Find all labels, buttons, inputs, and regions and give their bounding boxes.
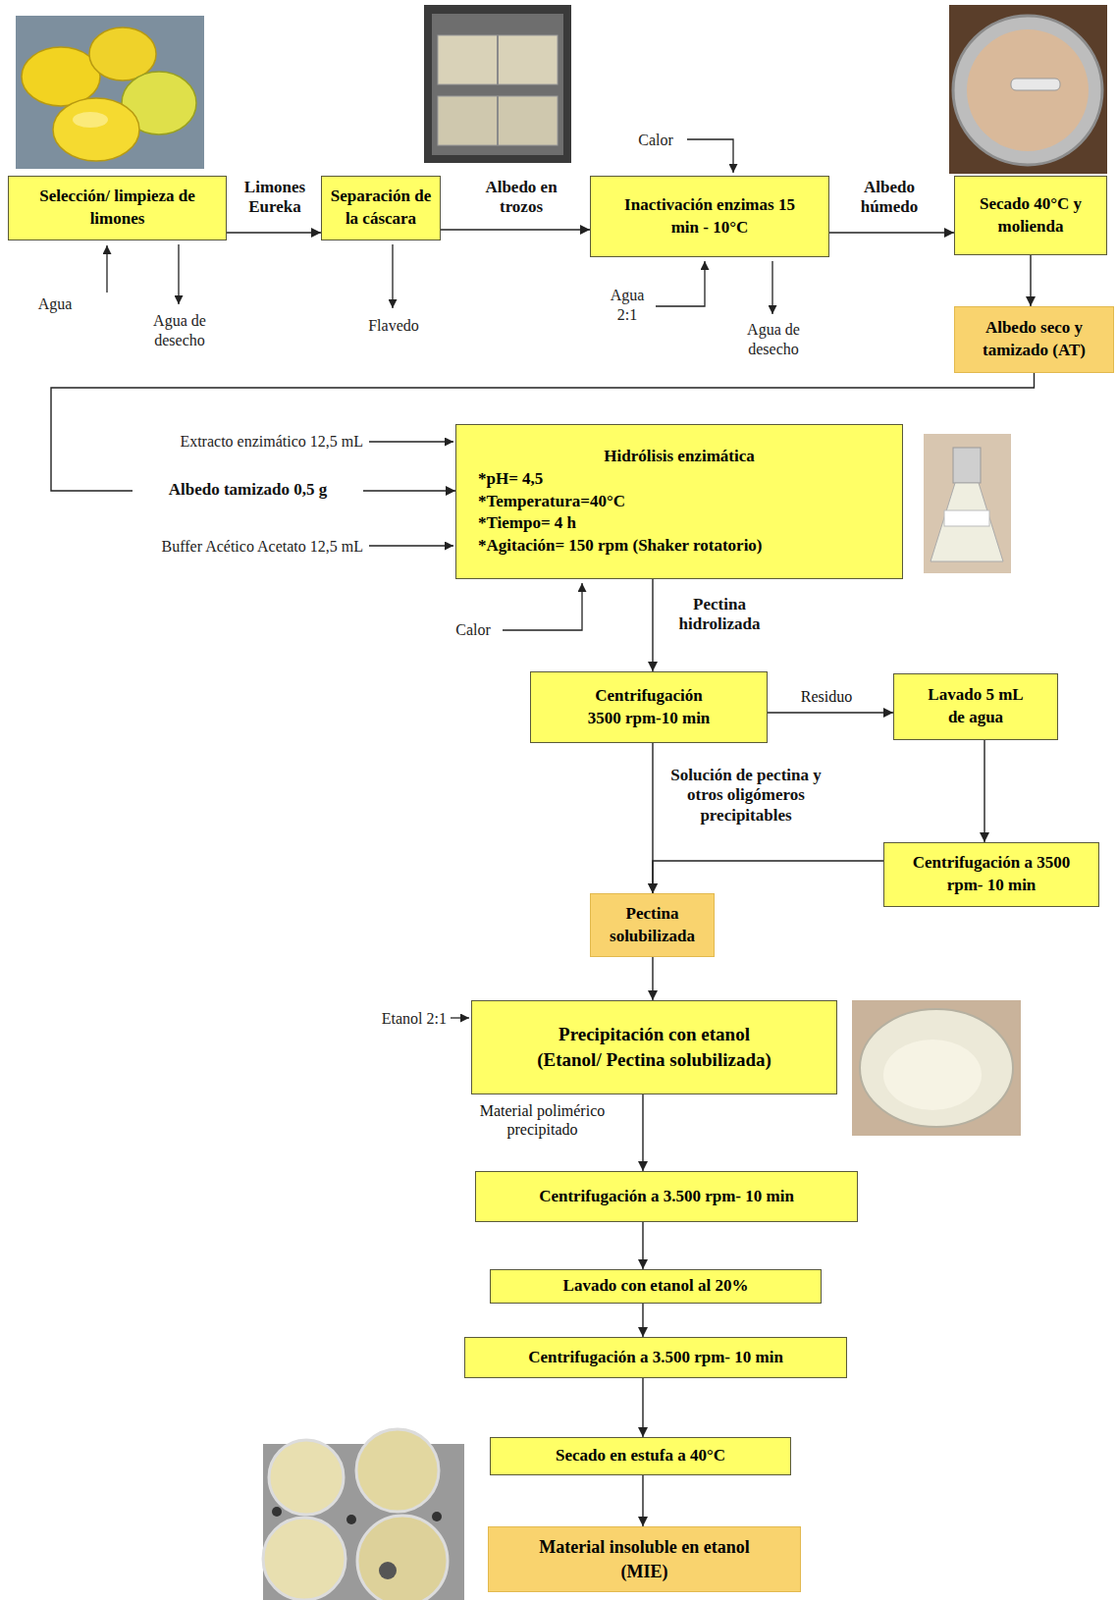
result-box: Pectina solubilizada [589, 893, 715, 958]
grinder-photo [949, 4, 1108, 174]
flow-arrow [226, 231, 321, 233]
flow-arrow [641, 1378, 643, 1437]
lemons-photo [15, 15, 205, 169]
box-title: Centrifugación a 3.500 rpm- 10 min [528, 1346, 784, 1370]
flow-arrow [641, 1475, 643, 1527]
petri-photo [263, 1429, 465, 1600]
box-title: Pectina solubilizada [598, 903, 706, 949]
flow-arrow [440, 228, 590, 230]
flow-note: Etanol 2:1 [333, 1009, 447, 1029]
box-title: Lavado 5 mL de agua [921, 684, 1030, 730]
flow-arrow [641, 1303, 643, 1337]
box-text: *Temperatura=40°C [464, 490, 895, 514]
flow-arrow [651, 957, 653, 1001]
process-box: Hidrólisis enzimática*pH= 4,5*Temperatur… [455, 424, 904, 580]
flow-note: Agua de desecho [733, 319, 814, 360]
flow-note: Flavedo [363, 316, 425, 336]
precipitate-photo [851, 1000, 1021, 1136]
edge-label: Limones Eureka [231, 177, 319, 218]
flow-note: Buffer Acético Acetato 12,5 mL [19, 536, 364, 557]
process-box: Precipitación con etanol(Etanol/ Pectina… [471, 1000, 838, 1095]
process-box: Selección/ limpieza de limones [7, 175, 227, 241]
box-title: Precipitación con etanol [558, 1021, 750, 1048]
box-title: Secado 40°C y molienda [969, 193, 1093, 239]
edge-label: Albedo húmedo [842, 177, 937, 218]
flow-note: Calor [628, 130, 684, 151]
edge-label: Solución de pectina y otros oligómeros p… [665, 765, 827, 826]
process-box: Lavado con etanol al 20% [489, 1269, 822, 1304]
box-title: Material insoluble en etanol (MIE) [522, 1535, 768, 1584]
flow-note: Calor [446, 620, 500, 640]
box-title: Centrifugación a 3500 rpm- 10 min [907, 851, 1075, 898]
flow-arrow [641, 1222, 643, 1270]
box-title: Separación de la cáscara [329, 185, 432, 231]
flow-note: Agua [30, 294, 80, 315]
box-text: *Tiempo= 4 h [464, 512, 895, 535]
flow-arrow [651, 579, 653, 672]
flask-photo [923, 433, 1011, 574]
result-box: Albedo seco y tamizado (AT) [954, 306, 1115, 373]
box-title: Selección/ limpieza de limones [16, 185, 218, 231]
flow-arrow [767, 711, 894, 713]
process-box: Secado en estufa a 40°C [489, 1436, 792, 1476]
box-title: Centrifugación 3500 rpm-10 min [580, 685, 718, 731]
edge-label: Albedo tamizado 0,5 g [132, 479, 364, 500]
process-box: Lavado 5 mL de agua [893, 673, 1059, 741]
flow-note: Extracto enzimático 12,5 mL [39, 431, 364, 452]
edge-label: Albedo en trozos [469, 177, 574, 218]
flow-arrow [829, 231, 955, 233]
process-box: Separación de la cáscara [320, 175, 441, 241]
process-box: Centrifugación 3500 rpm-10 min [530, 671, 768, 744]
flow-note: Agua de desecho [139, 311, 220, 351]
box-title: Lavado con etanol al 20% [563, 1275, 749, 1298]
process-box: Secado 40°C y molienda [954, 175, 1108, 256]
flow-arrow [1029, 255, 1031, 307]
edge-label: Material polimérico precipitado [461, 1101, 624, 1139]
flow-arrow [641, 1094, 643, 1171]
process-box: Centrifugación a 3500 rpm- 10 min [883, 842, 1100, 907]
box-title: Hidrólisis enzimática [603, 445, 754, 469]
process-box: Inactivación enzimas 15 min - 10°C [589, 175, 830, 258]
box-title: Albedo seco y tamizado (AT) [962, 317, 1106, 363]
result-box: Material insoluble en etanol (MIE) [487, 1526, 801, 1593]
oven-photo [424, 4, 572, 163]
flow-note: Agua 2:1 [604, 285, 650, 325]
edge-label: Pectina hidrolizada [659, 594, 780, 636]
box-text: *pH= 4,5 [464, 468, 895, 491]
box-title: Centrifugación a 3.500 rpm- 10 min [538, 1185, 795, 1209]
flow-arrow [652, 860, 884, 894]
edge-label: Residuo [777, 687, 876, 706]
box-text: *Agitación= 150 rpm (Shaker rotatorio) [464, 534, 895, 558]
process-box: Centrifugación a 3.500 rpm- 10 min [464, 1336, 848, 1379]
box-title: Secado en estufa a 40°C [555, 1444, 726, 1468]
process-box: Centrifugación a 3.500 rpm- 10 min [475, 1170, 858, 1223]
box-title: Inactivación enzimas 15 min - 10°C [611, 194, 808, 240]
box-text: (Etanol/ Pectina solubilizada) [536, 1047, 772, 1073]
flow-arrow [983, 740, 985, 843]
